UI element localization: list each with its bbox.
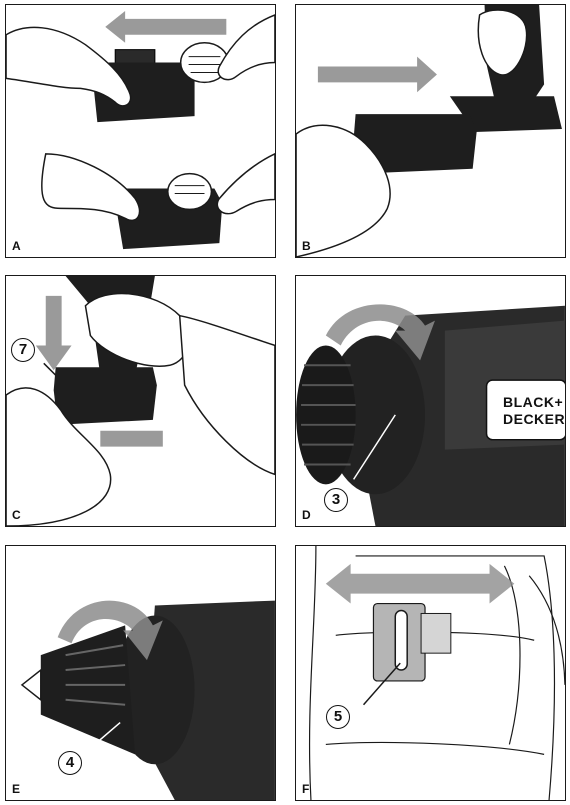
panel-e: 4 E [5, 545, 276, 801]
panel-f-illustration [308, 546, 565, 800]
panel-a-illustration [6, 10, 275, 250]
right-hand-top [217, 14, 275, 81]
grip-hand [477, 9, 528, 76]
panel-b-illustration [296, 5, 562, 257]
callout-3: 3 [324, 488, 348, 512]
battery-c [53, 367, 157, 425]
callout-7: 7 [11, 338, 35, 362]
callout-4: 4 [58, 751, 82, 775]
latch-arrow-left [85, 430, 163, 447]
panel-e-illustration [20, 600, 275, 800]
direction-arrow [325, 563, 515, 604]
chuck-tip [20, 668, 42, 702]
panel-d: BLACK+ DECKER 3 D [295, 275, 566, 527]
panel-letter-b: B [302, 239, 311, 253]
battery-b [353, 114, 477, 174]
panel-c-illustration [6, 276, 275, 526]
chuck-collar [115, 615, 195, 765]
left-hand-top [6, 26, 132, 107]
push-arrow-down [35, 295, 72, 371]
logo-plate [485, 379, 565, 441]
drill-foot [449, 96, 562, 132]
panel-letter-f: F [302, 782, 310, 796]
callout-5: 5 [326, 705, 350, 729]
chuck-e [40, 625, 136, 755]
left-hand-bottom [41, 153, 141, 221]
hand-b [296, 124, 391, 257]
clutch-collar [325, 335, 426, 495]
panel-b: B [295, 4, 566, 258]
panel-d-illustration [296, 304, 565, 526]
panel-a: A [5, 4, 276, 258]
right-hand-bottom [216, 152, 275, 215]
hand-c [6, 387, 112, 526]
switch-button [394, 609, 408, 671]
insert-arrow-right [317, 56, 437, 93]
panel-f: 5 F [295, 545, 566, 801]
panel-letter-a: A [12, 239, 21, 253]
cap-bottom [167, 172, 213, 211]
brand-logo: BLACK+ DECKER [503, 394, 566, 427]
rotate-arrow-d [325, 304, 435, 361]
panel-letter-d: D [302, 508, 311, 522]
panel-c: 7 C [5, 275, 276, 527]
sleeve-c [178, 314, 275, 476]
slide-arrow-left [105, 10, 227, 43]
panel-letter-e: E [12, 782, 21, 796]
rotate-arrow-e [57, 600, 163, 661]
panel-letter-c: C [12, 508, 21, 522]
